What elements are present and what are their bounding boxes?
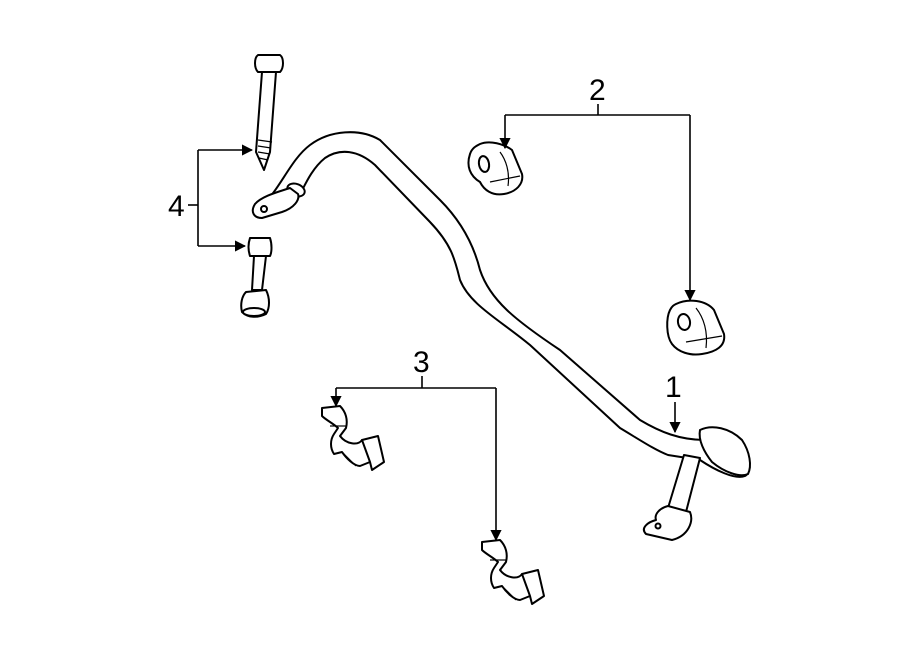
callout-2: 2 [589, 74, 606, 107]
stabilizer-bar[interactable] [251, 131, 751, 541]
bushing-lower[interactable] [666, 299, 726, 356]
end-link[interactable] [240, 237, 273, 318]
callout-1: 1 [665, 371, 682, 404]
bracket-upper[interactable] [321, 405, 385, 471]
bushing-upper[interactable] [467, 141, 524, 196]
bracket-lower[interactable] [481, 539, 545, 605]
callout-4: 4 [168, 190, 185, 223]
callout-3: 3 [413, 346, 430, 379]
bolt[interactable] [254, 54, 284, 171]
leader-lines [188, 104, 696, 542]
